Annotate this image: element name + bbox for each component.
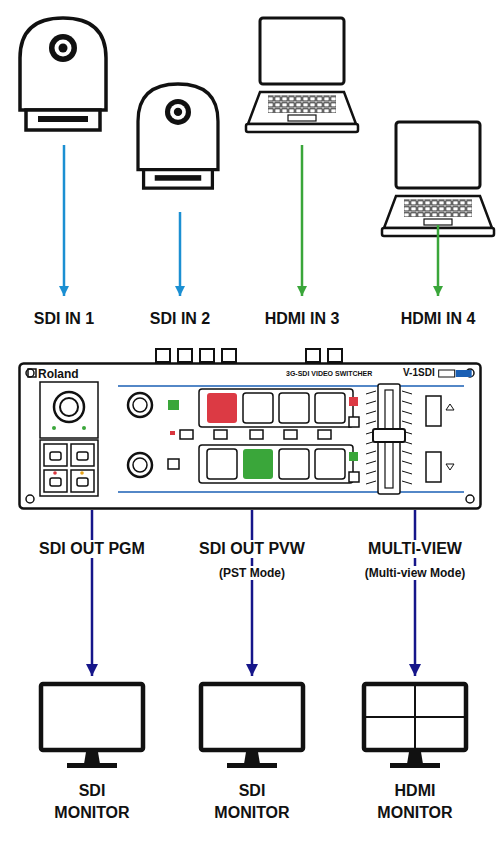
- monitor-outline: [37, 676, 147, 776]
- monitor-outline: [197, 676, 307, 776]
- model-name: V-1SDI: [403, 367, 435, 379]
- input-label: HDMI IN 4: [398, 310, 479, 328]
- model-name: 3G-SDI VIDEO SWITCHER: [286, 370, 372, 378]
- monitor-label: SDI MONITOR: [46, 780, 138, 824]
- monitor: HDMI MONITOR: [360, 676, 470, 824]
- monitor-label: HDMI MONITOR: [369, 780, 461, 824]
- signal-arrow: [251, 510, 254, 676]
- output-label: SDI OUT PVW: [196, 540, 308, 558]
- input-label: SDI IN 2: [147, 310, 213, 328]
- brand-logo: Roland: [38, 367, 79, 381]
- output-label: MULTI-VIEW: [365, 540, 465, 558]
- switcher-panel: [18, 362, 482, 510]
- input-label: HDMI IN 3: [262, 310, 343, 328]
- output-label: (Multi-view Mode): [362, 566, 469, 580]
- output-label: SDI OUT PGM: [36, 540, 148, 558]
- monitor-label: SDI MONITOR: [206, 780, 298, 824]
- output-label: (PST Mode): [216, 566, 288, 580]
- input-label: SDI IN 1: [31, 310, 97, 328]
- monitor: SDI MONITOR: [37, 676, 147, 824]
- video-switcher: Roland 3G-SDI VIDEO SWITCHER V-1SDI: [18, 362, 482, 510]
- monitor-outline: [360, 676, 470, 776]
- signal-arrow: [414, 510, 417, 676]
- signal-arrow: [91, 510, 94, 676]
- monitor: SDI MONITOR: [197, 676, 307, 824]
